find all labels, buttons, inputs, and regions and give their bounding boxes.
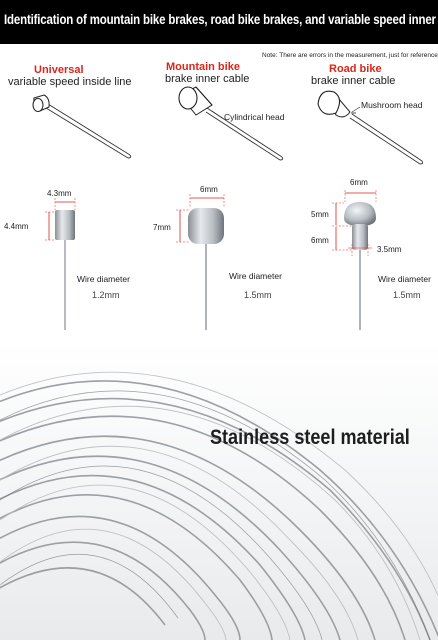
universal-head-width: 4.3mm (47, 189, 72, 198)
mountain-cable-photo (176, 194, 225, 330)
universal-cable-photo (45, 198, 76, 330)
universal-wire-label: Wire diameter (77, 274, 130, 284)
road-head-width: 6mm (350, 178, 368, 187)
road-wire-label: Wire diameter (378, 274, 431, 284)
road-barrel-width: 3.5mm (377, 245, 402, 254)
road-cable-sketch (317, 90, 424, 165)
mountain-head-width: 6mm (200, 185, 218, 194)
mountain-bike-subtitle: brake inner cable (165, 73, 250, 85)
mushroom-head-label: Mushroom head (361, 100, 423, 110)
measurement-note: Note: There are errors in the measuremen… (262, 52, 438, 59)
mountain-wire-label: Wire diameter (229, 271, 282, 281)
road-bike-subtitle: brake inner cable (311, 75, 396, 87)
universal-cable-sketch (32, 94, 132, 159)
universal-head-height: 4.4mm (4, 222, 29, 231)
banner-title: Identification of mountain bike brakes, … (4, 11, 438, 27)
universal-wire-value: 1.2mm (92, 290, 120, 300)
universal-title: Universal (34, 64, 84, 76)
title-banner: Identification of mountain bike brakes, … (0, 0, 438, 44)
road-wire-value: 1.5mm (393, 290, 421, 300)
material-title: Stainless steel material (210, 426, 410, 449)
mountain-wire-value: 1.5mm (244, 290, 272, 300)
road-head-height: 5mm (311, 210, 329, 219)
universal-subtitle: variable speed inside line (8, 76, 132, 88)
road-bike-title: Road bike (329, 63, 382, 75)
cylindrical-head-label: Cylindrical head (224, 112, 285, 122)
mountain-cable-sketch (178, 86, 284, 161)
mountain-bike-title: Mountain bike (166, 61, 240, 73)
road-barrel-height: 6mm (311, 236, 329, 245)
mountain-head-height: 7mm (153, 223, 171, 232)
road-cable-photo (332, 190, 377, 330)
